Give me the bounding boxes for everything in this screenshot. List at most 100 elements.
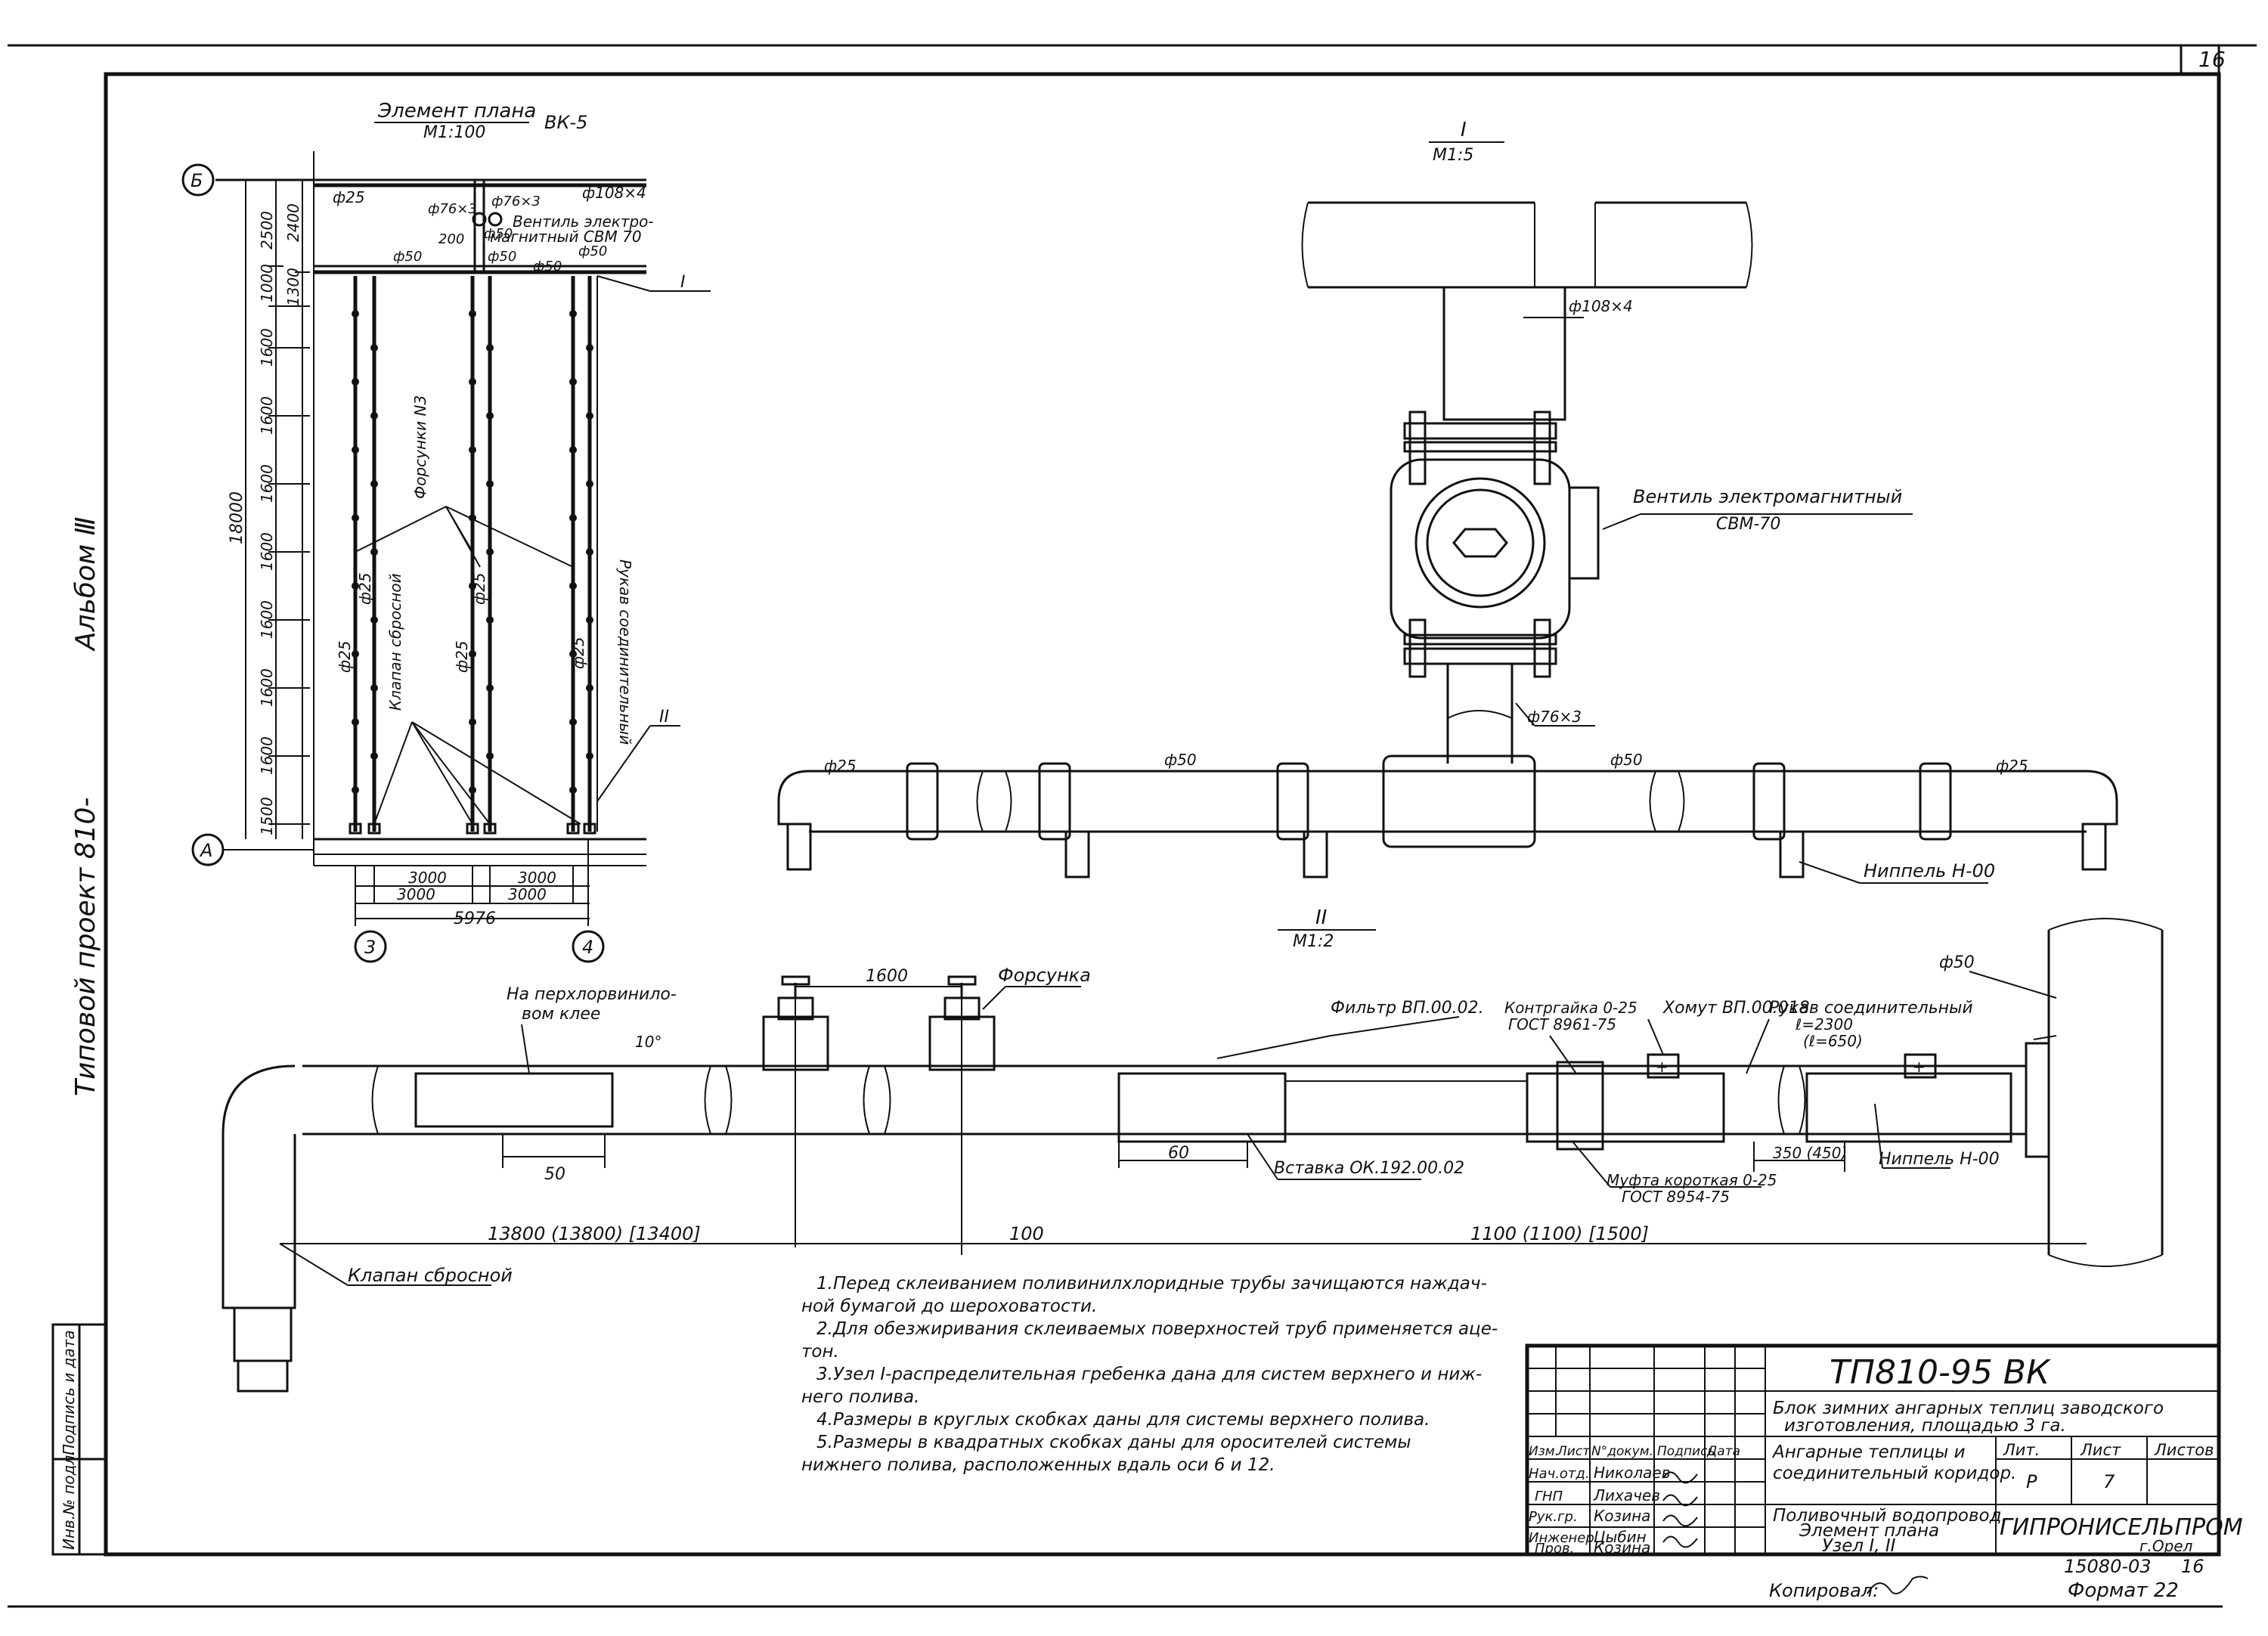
svg-text:+: + bbox=[1656, 1058, 1668, 1076]
axis-b-bubble bbox=[181, 163, 215, 197]
dim-3000-c: 3000 bbox=[397, 885, 435, 903]
detail1-valve-1: Вентиль электромагнитный bbox=[1633, 486, 1902, 507]
detail1-pipe-d108: ф108×4 bbox=[1569, 297, 1633, 315]
doc-number: 15080-03 bbox=[2064, 1556, 2152, 1577]
pipe-d25-5: ф25 bbox=[569, 637, 587, 669]
format-label: Формат 22 bbox=[2068, 1579, 2179, 1602]
dim-3000-d: 3000 bbox=[508, 885, 547, 903]
nozzles-label: Форсунки N3 bbox=[411, 395, 429, 499]
detail2-nozzles bbox=[762, 975, 996, 1071]
axis-b-label: Б bbox=[191, 170, 203, 191]
detail2-dim-100: 100 bbox=[1009, 1223, 1044, 1244]
dim-18000: 18000 bbox=[228, 491, 246, 544]
plan-scale: М1:100 bbox=[423, 123, 485, 142]
pipe-d50-c: ф50 bbox=[578, 243, 607, 259]
valve-label-1: Вентиль электро- bbox=[513, 212, 654, 231]
dim-1600-b: 1600 bbox=[258, 396, 276, 435]
hdr-list: Лист bbox=[1557, 1444, 1591, 1459]
dim-1600-a: 1600 bbox=[258, 328, 276, 367]
plan-element: Элемент плана М1:100 ВК-5 Б А 3 4 bbox=[181, 100, 711, 963]
lit-value: Р bbox=[2026, 1471, 2037, 1492]
detail1-nipple: Ниппель Н-00 bbox=[1864, 860, 1995, 882]
detail2-dim-1100: 1100 (1100) [1500] bbox=[1470, 1223, 1649, 1244]
detail2-nipple: Ниппель Н-00 bbox=[1879, 1150, 2000, 1169]
listov-header: Листов bbox=[2154, 1441, 2214, 1459]
detail2-filter: Фильтр ВП.00.02. bbox=[1331, 999, 1484, 1018]
nipples bbox=[786, 823, 2107, 878]
axis-3-bubble bbox=[354, 930, 387, 963]
dim-2500: 2500 bbox=[258, 211, 276, 249]
copied-label: Копировал: bbox=[1769, 1580, 1879, 1601]
pipe-d50-a: ф50 bbox=[393, 249, 422, 265]
org-city: г.Орел bbox=[2139, 1537, 2193, 1555]
plan-code: ВК-5 bbox=[544, 112, 587, 133]
detail2-scale: М1:2 bbox=[1293, 932, 1334, 951]
list-value: 7 bbox=[2103, 1471, 2115, 1492]
detail2-coupling-1: Муфта короткая 0-25 bbox=[1606, 1171, 1777, 1189]
pipe-d108: ф108×4 bbox=[582, 184, 646, 202]
role-1: Нач.отд. bbox=[1529, 1466, 1590, 1482]
sprinkler-lines bbox=[353, 276, 598, 832]
role-3: Рук.гр. bbox=[1529, 1509, 1578, 1525]
pipe-d50-d: ф50 bbox=[488, 249, 516, 265]
note-line-4: тон. bbox=[801, 1342, 839, 1362]
axis-3-label: 3 bbox=[364, 937, 376, 958]
note-line-8: 5.Размеры в квадратных скобках даны для … bbox=[816, 1433, 1411, 1452]
stamp-sign-label: Подпись и дата bbox=[60, 1330, 78, 1455]
name-1: Николаев bbox=[1594, 1464, 1670, 1482]
dim-200: 200 bbox=[438, 231, 464, 247]
title-part-1: Ангарные теплицы и bbox=[1771, 1442, 1966, 1462]
axis-a-label: А bbox=[199, 840, 212, 861]
pipe-d50-e: ф50 bbox=[533, 259, 562, 274]
org-name: ГИПРОНИСЕЛЬПРОМ bbox=[2000, 1514, 2243, 1541]
axis-4-bubble bbox=[572, 930, 605, 963]
note-line-9: нижнего полива, расположенных вдаль оси … bbox=[801, 1455, 1275, 1475]
dim-2400: 2400 bbox=[284, 203, 302, 242]
role-4: Инженер bbox=[1529, 1530, 1594, 1546]
hdr-doc: N°докум. bbox=[1591, 1444, 1653, 1459]
title-sheet-1: Поливочный водопровод. bbox=[1773, 1506, 2007, 1526]
detail2-hose-2: ℓ=2300 bbox=[1795, 1015, 1853, 1033]
detail2-nozzle: Форсунка bbox=[998, 965, 1091, 986]
detail2-d50: ф50 bbox=[1939, 953, 1975, 972]
detail2-dim-350: 350 (450) bbox=[1773, 1144, 1847, 1162]
detail1-valve-2: СВМ-70 bbox=[1716, 515, 1780, 534]
name-4: Цыбин bbox=[1594, 1528, 1647, 1546]
plan-title: Элемент плана bbox=[377, 100, 536, 122]
note-line-2: ной бумагой до шероховатости. bbox=[801, 1297, 1097, 1316]
detail1-d25-right: ф25 bbox=[1996, 757, 2028, 775]
pipe-d25: ф25 bbox=[333, 188, 365, 206]
dim-1500: 1500 bbox=[258, 797, 276, 835]
title-desc-1: Блок зимних ангарных теплиц заводского bbox=[1773, 1399, 2164, 1418]
detail1-pipe-d76: ф76×3 bbox=[1527, 708, 1582, 726]
detail2-clamp: Хомут ВП.00.018 bbox=[1662, 999, 1810, 1018]
dim-1600-e: 1600 bbox=[258, 600, 276, 639]
hdr-date: Дата bbox=[1706, 1444, 1740, 1459]
left-stamp bbox=[51, 1323, 107, 1556]
detail2-dim-1600: 1600 bbox=[866, 967, 908, 986]
detail2-dim-13800: 13800 (13800) [13400] bbox=[488, 1223, 701, 1244]
detail1-d50-left: ф50 bbox=[1164, 751, 1197, 769]
note-line-6: него полива. bbox=[801, 1387, 919, 1407]
name-3: Козина bbox=[1594, 1507, 1650, 1525]
list-header: Лист bbox=[2080, 1441, 2121, 1459]
name-2: Лихачев bbox=[1593, 1486, 1660, 1504]
node-2-ref: II bbox=[659, 708, 669, 727]
svg-text:+: + bbox=[1913, 1058, 1926, 1076]
node-1-ref: I bbox=[680, 273, 686, 292]
pipe-d50-b: ф50 bbox=[484, 226, 513, 242]
hdr-izm: Изм. bbox=[1529, 1444, 1559, 1459]
pipe-d25-2: ф25 bbox=[356, 572, 374, 605]
sheet-number: 16 bbox=[2198, 47, 2226, 72]
title-sheet-2: Элемент плана bbox=[1799, 1521, 1939, 1541]
title-desc-2: изготовления, площадью 3 га. bbox=[1784, 1416, 2066, 1436]
pipe-d76-b: ф76×3 bbox=[491, 194, 541, 209]
pipe-d25-3: ф25 bbox=[453, 640, 471, 673]
dim-1300: 1300 bbox=[284, 268, 302, 306]
sheet-frame bbox=[8, 44, 2257, 1608]
detail2-coupling-2: ГОСТ 8954-75 bbox=[1622, 1188, 1730, 1206]
detail2-title: II bbox=[1315, 906, 1327, 929]
drain-valve-label: Клапан сбросной bbox=[386, 573, 404, 711]
detail2-angle: 10° bbox=[635, 1033, 662, 1051]
